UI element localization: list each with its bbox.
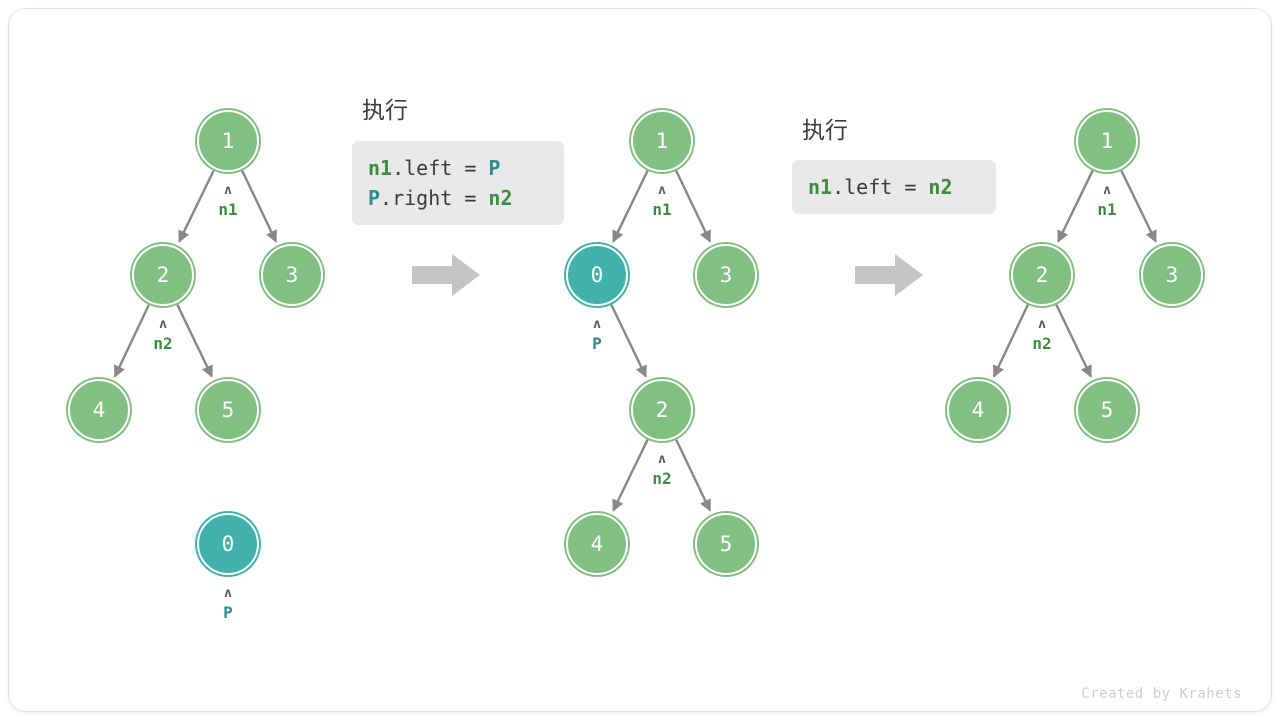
tree-node-1: 1 [631,110,693,172]
tree-node-value: 2 [156,262,170,287]
tree-node-value: 1 [1100,128,1114,153]
tree-node-value: 4 [971,397,985,422]
pointer-name: n2 [652,469,672,488]
caret-icon: ʌ [159,317,167,332]
transition-arrow-1 [412,252,482,303]
code-token: n1 [808,175,833,199]
code-token: n1 [368,156,393,180]
tree-node-5: 5 [1076,379,1138,441]
pointer-name: P [223,603,233,622]
pointer-label-n1: ʌ n1 [198,183,258,219]
tree-node-3: 3 [261,244,323,306]
pointer-name: n1 [1097,200,1117,219]
code-token: .left = [832,175,929,199]
tree-node-value: 3 [285,262,299,287]
tree-node-value: 5 [221,397,235,422]
pointer-name: n2 [153,334,173,353]
caret-icon: ʌ [1038,317,1046,332]
code-token: n2 [488,186,513,210]
pointer-label-n2: ʌ n2 [133,317,193,353]
transition-arrow-2 [855,252,925,303]
tree-node-value: 2 [655,397,669,422]
caret-icon: ʌ [224,586,232,601]
caret-icon: ʌ [658,452,666,467]
pointer-label-n1: ʌ n1 [1077,183,1137,219]
tree-node-0: 0 [197,513,259,575]
step-2-title: 执行 [802,118,848,144]
tree-node-value: 4 [590,531,604,556]
tree-node-value: 5 [719,531,733,556]
tree-node-4: 4 [566,513,628,575]
code-line: n1.left = P [368,153,548,183]
pointer-label-n2: ʌ n2 [1012,317,1072,353]
code-line: n1.left = n2 [808,172,980,202]
tree-node-3: 3 [1141,244,1203,306]
tree-node-value: 1 [221,128,235,153]
code-line: P.right = n2 [368,183,548,213]
step-1-title: 执行 [362,98,408,124]
pointer-name: P [592,334,602,353]
tree-node-value: 3 [1165,262,1179,287]
tree-node-value: 5 [1100,397,1114,422]
code-token: .right = [380,186,489,210]
caret-icon: ʌ [658,183,666,198]
tree-node-0: 0 [566,244,628,306]
caret-icon: ʌ [593,317,601,332]
tree-node-2: 2 [1011,244,1073,306]
tree-node-2: 2 [631,379,693,441]
tree-node-value: 4 [92,397,106,422]
tree-node-3: 3 [695,244,757,306]
code-token: P [368,186,381,210]
caret-icon: ʌ [1103,183,1111,198]
step-2-code-block: n1.left = n2 [792,160,996,214]
tree-node-value: 1 [655,128,669,153]
pointer-label-n2: ʌ n2 [632,452,692,488]
pointer-label-n1: ʌ n1 [632,183,692,219]
tree-node-1: 1 [1076,110,1138,172]
tree-node-2: 2 [132,244,194,306]
tree-node-1: 1 [197,110,259,172]
pointer-name: n1 [652,200,672,219]
tree-node-5: 5 [197,379,259,441]
tree-node-value: 2 [1035,262,1049,287]
code-token: P [488,156,501,180]
pointer-name: n1 [218,200,238,219]
tree-node-5: 5 [695,513,757,575]
caret-icon: ʌ [224,183,232,198]
tree-node-value: 0 [590,262,604,287]
tree-node-value: 3 [719,262,733,287]
footer-credit: Created by Krahets [1081,686,1242,702]
code-token: .left = [392,156,489,180]
code-token: n2 [928,175,953,199]
tree-node-value: 0 [221,531,235,556]
pointer-name: n2 [1032,334,1052,353]
tree-node-4: 4 [947,379,1009,441]
tree-node-4: 4 [68,379,130,441]
